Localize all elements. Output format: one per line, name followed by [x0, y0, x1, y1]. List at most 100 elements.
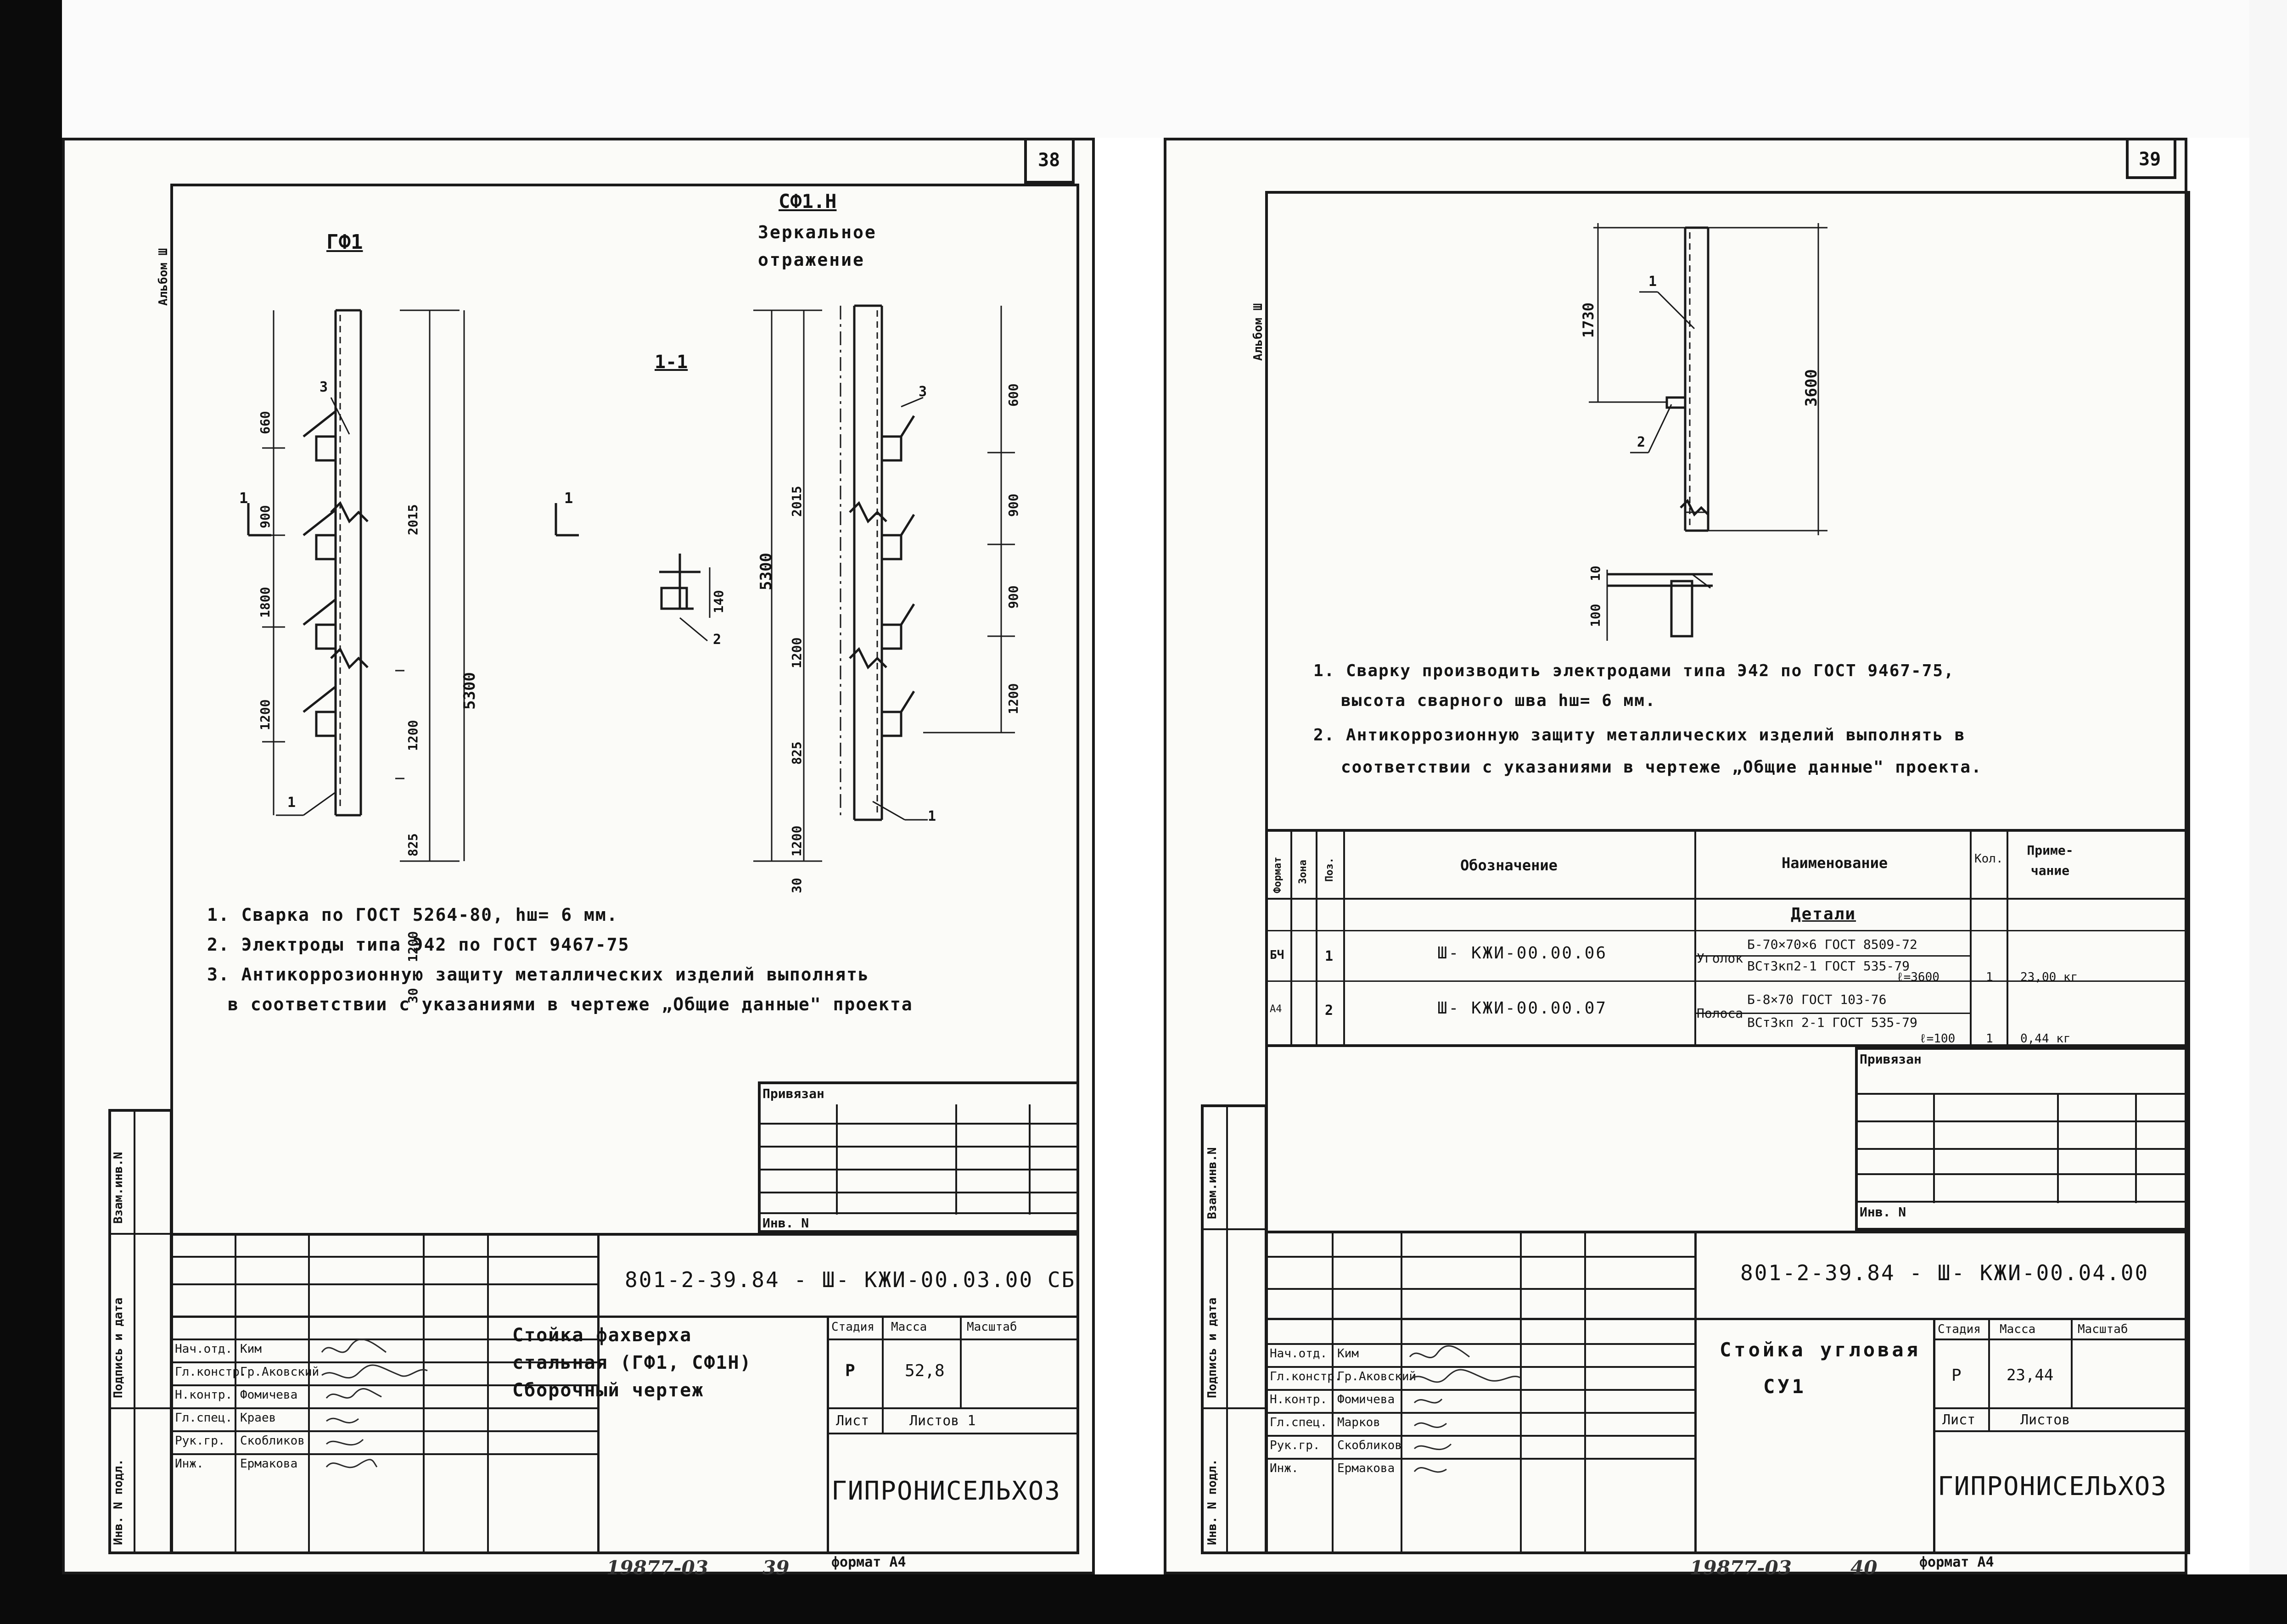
right-mass-label: Масса — [2000, 1322, 2036, 1336]
left-side-stamp-divider — [134, 1109, 135, 1554]
left-inv-no: Инв. N — [762, 1215, 809, 1231]
right-tb-grid-v3 — [1520, 1231, 1522, 1554]
left-tb-vline-info — [827, 1316, 829, 1554]
spec-table — [1265, 829, 2190, 1047]
left-name-4: Скобликов — [240, 1434, 305, 1448]
right-priv-row-4 — [1855, 1173, 2190, 1175]
right-role-3: Гл.спец. — [1270, 1416, 1328, 1429]
left-page-number: 38 — [1038, 150, 1060, 171]
left-priv-col-3 — [1029, 1104, 1031, 1215]
spec-row-1-qty: 1 — [1986, 970, 1993, 984]
right-tb-grid-h7 — [1265, 1435, 1694, 1437]
right-note-2: высота сварного шва hш= 6 мм. — [1341, 691, 1656, 710]
right-role-1: Гл.констр. — [1270, 1370, 1342, 1383]
right-name-line-1: Стойка угловая — [1720, 1338, 1921, 1361]
spec-row-2-format: А4 — [1270, 1003, 1282, 1015]
left-tb-grid-v1 — [235, 1233, 236, 1554]
left-tb-info-vline-1 — [882, 1316, 884, 1433]
left-signatures — [321, 1338, 428, 1468]
left-tb-grid-h2 — [170, 1283, 597, 1285]
left-sheet-label: Лист — [836, 1413, 869, 1429]
left-tb-grid-v4 — [487, 1233, 489, 1554]
spec-section-row — [1265, 930, 2190, 931]
scan-background-right — [2249, 0, 2287, 1624]
right-privyazan-block — [1855, 1047, 2190, 1231]
spec-row-2-qty: 1 — [1986, 1032, 1993, 1046]
spec-header-designation: Обозначение — [1460, 857, 1558, 874]
spec-row-1-name-top: Б-70×70×6 ГОСТ 8509-72 — [1747, 937, 1917, 952]
right-elevation-drawing-sf1n — [753, 304, 1015, 862]
spec-col-2 — [1316, 829, 1317, 1047]
right-format: формат А4 — [1919, 1554, 1994, 1570]
left-note-4: в соответствии с указаниями в чертеже „О… — [228, 994, 913, 1014]
left-priv-row-5 — [758, 1212, 1079, 1214]
right-designation: 801-2-39.84 - Ш- КЖИ-00.04.00 — [1740, 1260, 2149, 1285]
left-side-stamp-row-2 — [108, 1407, 173, 1409]
left-org: ГИПРОНИСЕЛЬХОЗ — [831, 1476, 1061, 1506]
right-column-drawing-su1 — [1589, 223, 1827, 641]
spec-row-1-name-lead: Уголок — [1697, 951, 1743, 966]
spec-row-1-format: БЧ — [1270, 948, 1284, 962]
left-footer-code: 19877-03 — [606, 1557, 708, 1579]
spec-header-name: Наименование — [1782, 854, 1888, 872]
callout-1-right: 1 — [928, 808, 936, 824]
right-tb-grid-h6 — [1265, 1412, 1694, 1414]
right-tb-grid-h5 — [1265, 1389, 1694, 1391]
left-view-title-sf1n: СФ1.Н — [779, 190, 837, 213]
right-tb-grid-v4 — [1584, 1231, 1586, 1554]
right-privyazan-label: Привязан — [1860, 1052, 1922, 1067]
right-priv-col-1 — [1933, 1093, 1935, 1203]
spec-header-note: Приме- чание — [2027, 843, 2074, 878]
right-tb-info-hline-3 — [1933, 1430, 2190, 1432]
left-designation: 801-2-39.84 - Ш- КЖИ-00.03.00 СБ — [625, 1267, 1076, 1292]
left-mass-value: 52,8 — [905, 1361, 945, 1380]
left-role-0: Нач.отд. — [175, 1342, 233, 1356]
right-footer-code: 19877-03 — [1690, 1557, 1792, 1579]
right-mass-value: 23,44 — [2007, 1366, 2054, 1384]
right-name-0: Ким — [1337, 1347, 1359, 1361]
spec-col-3 — [1343, 829, 1345, 1047]
right-name-1: Гр.Аковский — [1337, 1370, 1417, 1383]
left-tb-hline-1 — [170, 1316, 1079, 1318]
spec-row-2-name-bottom: ВСт3кп 2-1 ГОСТ 535-79 — [1747, 1015, 1917, 1030]
right-scale-label: Масштаб — [2078, 1322, 2128, 1336]
spec-col-6 — [2007, 829, 2008, 1047]
left-note-2: 2. Электроды типа Э42 по ГОСТ 9467-75 — [207, 935, 630, 955]
left-scale-label: Масштаб — [967, 1320, 1017, 1334]
right-tb-grid-h8 — [1265, 1458, 1694, 1460]
section-1-1-drawing — [659, 554, 711, 642]
left-name-1: Гр.Аковский — [240, 1365, 320, 1379]
right-priv-row-3 — [1855, 1148, 2190, 1150]
right-sheet-label: Лист — [1942, 1412, 1976, 1428]
right-title-block — [1265, 1231, 2190, 1554]
scan-border-left — [0, 0, 62, 1624]
left-name-2: Фомичева — [240, 1388, 298, 1402]
left-sheet: 38 Альбом Ш ГФ1 СФ1.Н Зеркальное отражен… — [62, 138, 1095, 1579]
scan-border-bottom — [0, 1574, 2287, 1624]
left-tb-info-hline-2 — [827, 1407, 1079, 1409]
right-page-number: 39 — [2139, 149, 2161, 170]
left-tb-info-hline-3 — [827, 1433, 1079, 1434]
spec-row-1-note: 23,00 кг — [2020, 970, 2078, 984]
spec-row-2-name-lead: Полоса — [1697, 1006, 1743, 1021]
left-title-block — [170, 1233, 1079, 1554]
left-side-stamp-row-1 — [108, 1233, 173, 1235]
right-org: ГИПРОНИСЕЛЬХОЗ — [1938, 1472, 2168, 1501]
left-page-number-box — [1024, 138, 1075, 184]
left-name-3: Краев — [240, 1411, 276, 1425]
left-priv-row-4 — [758, 1192, 1079, 1193]
left-role-4: Рук.гр. — [175, 1434, 225, 1448]
cut-mark-right: 1 — [564, 489, 573, 507]
left-privyazan-block — [758, 1081, 1079, 1233]
left-role-1: Гл.констр. — [175, 1365, 247, 1379]
left-tb-grid-h8 — [170, 1453, 597, 1455]
right-callout-2: 2 — [1637, 434, 1646, 450]
left-privyazan-label: Привязан — [762, 1086, 824, 1101]
scan-background-top — [0, 0, 2287, 138]
right-footer-page: 40 — [1850, 1557, 1878, 1579]
left-tb-info-hline-1 — [827, 1338, 1079, 1340]
left-tb-grid-v3 — [423, 1233, 425, 1554]
left-stage-value: Р — [845, 1361, 855, 1380]
right-tb-grid-h4 — [1265, 1366, 1694, 1368]
left-name-5: Ермакова — [240, 1457, 298, 1471]
